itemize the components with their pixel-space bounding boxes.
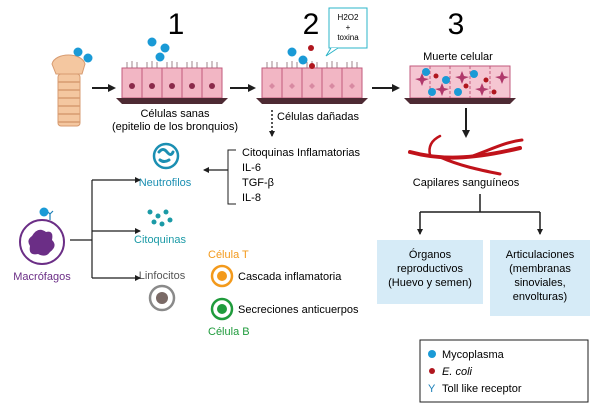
step-number-3: 3 <box>448 8 465 41</box>
lymphocytes-label: Linfocitos <box>139 270 186 282</box>
lymphocyte-icon <box>148 284 176 312</box>
cytokine-item: IL-8 <box>242 192 261 204</box>
mycoplasma-dot <box>287 47 297 57</box>
damaged-epithelium <box>256 61 368 104</box>
reproductive-organs-box: Órganos reproductivos (Huevo y semen) <box>377 240 483 304</box>
legend: Mycoplasma E. coli Y Toll like receptor <box>419 339 589 403</box>
cytokine-item: IL-6 <box>242 162 261 174</box>
mycoplasma-dot <box>73 47 83 57</box>
cytokine-item: TGF-β <box>242 177 274 189</box>
cascade-label: Cascada inflamatoria <box>238 271 342 283</box>
healthy-cells-sublabel: (epitelio de los bronquios) <box>112 121 238 133</box>
legend-ecoli-swatch <box>429 368 435 374</box>
legend-ecoli-label: E. coli <box>442 366 473 378</box>
neutrophils-label: Neutrofilos <box>139 177 192 189</box>
cell-t-icon <box>210 264 234 288</box>
damaged-cells-label: Células dañadas <box>277 111 359 123</box>
joints-line: envolturas) <box>513 291 567 303</box>
joints-line: sinoviales, <box>514 277 565 289</box>
toxin-line-2: + <box>346 23 351 32</box>
toxin-line-1: H2O2 <box>338 13 359 22</box>
legend-toll-label: Toll like receptor <box>442 383 522 395</box>
ecoli-dot <box>308 45 314 51</box>
legend-toll-symbol: Y <box>428 383 436 395</box>
cytokines-label: Citoquinas <box>134 234 186 246</box>
capillaries-icon <box>408 134 524 176</box>
trachea-icon <box>51 54 86 127</box>
step-number-1: 1 <box>168 8 185 41</box>
dying-epithelium <box>404 65 516 104</box>
ecoli-dot <box>309 63 315 69</box>
healthy-cells-label: Células sanas <box>140 108 210 120</box>
invading-mycoplasma <box>422 68 478 96</box>
joints-line: (membranas <box>509 263 571 275</box>
mycoplasma-cluster <box>147 37 170 62</box>
invading-ecoli <box>433 73 497 95</box>
legend-mycoplasma-swatch <box>428 350 436 358</box>
antibodies-label: Secreciones anticuerpos <box>238 304 359 316</box>
capillaries-label: Capilares sanguíneos <box>413 177 520 189</box>
cytokine-bracket <box>227 149 236 205</box>
mycoplasma-dot <box>83 53 93 63</box>
cytokine-title: Citoquinas Inflamatorias <box>242 147 361 159</box>
neutrophil-icon <box>152 142 180 170</box>
cell-death-label: Muerte celular <box>423 51 493 63</box>
reproductive-line: Órganos <box>409 248 452 261</box>
cell-b-label: Célula B <box>208 326 250 338</box>
mycoplasma-dot <box>39 207 49 217</box>
cell-b-icon <box>210 297 234 321</box>
joints-line: Articulaciones <box>506 249 575 261</box>
mycoplasma-dot <box>298 55 308 65</box>
legend-mycoplasma-label: Mycoplasma <box>442 349 505 361</box>
macrophage-icon <box>19 210 65 265</box>
toxin-callout: H2O2 + toxina <box>325 7 368 57</box>
joints-box: Articulaciones (membranas sinoviales, en… <box>490 240 590 316</box>
reproductive-line: (Huevo y semen) <box>388 277 472 289</box>
healthy-epithelium <box>116 61 228 104</box>
toxin-line-3: toxina <box>337 33 359 42</box>
step-number-2: 2 <box>303 8 320 41</box>
macrophages-label: Macrófagos <box>13 271 71 283</box>
cell-t-label: Célula T <box>208 249 249 261</box>
reproductive-line: reproductivos <box>397 263 464 275</box>
cytokines-icon <box>147 209 173 227</box>
